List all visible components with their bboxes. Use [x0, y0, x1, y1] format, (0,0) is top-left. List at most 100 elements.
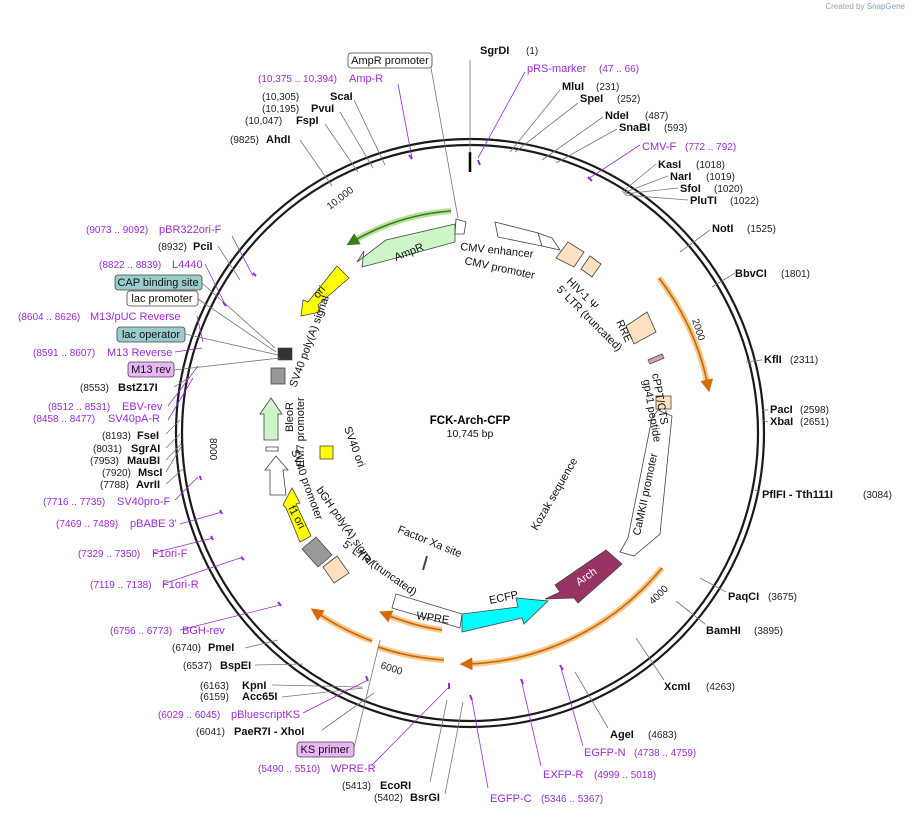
kpni-pos: (6163): [200, 681, 229, 692]
maubi-name: MauBI: [127, 455, 160, 467]
prs-name: pRS-marker: [527, 63, 587, 75]
acc65i-name: Acc65I: [242, 691, 277, 703]
ecfp-label: ECFP: [488, 589, 519, 607]
mark-egfpc: [469, 694, 473, 701]
cmv-promoter-feature: [537, 232, 561, 251]
paqci-name: PaqCI: [728, 591, 759, 603]
pvui-pos: (10,195): [262, 104, 299, 115]
bspei-pos: (6537): [183, 661, 212, 672]
bghrev-line: [179, 604, 281, 631]
xbai-pos: (2651): [800, 417, 829, 428]
pvui-line: [339, 111, 374, 169]
pluti-name: PluTI: [690, 195, 717, 207]
l4440-name: L4440: [172, 259, 203, 271]
orf-arrows: [310, 208, 714, 671]
sfoi-pos: (1020): [714, 184, 743, 195]
ecori-pos: (5413): [342, 781, 371, 792]
fspi-line: [324, 123, 359, 173]
tick-10000: 10,000: [325, 185, 356, 213]
fsei-line: [165, 419, 181, 435]
ltr-top-feature-1: [555, 241, 585, 268]
xcmi-pos: (4263): [706, 682, 735, 693]
credit-prefix: Created by: [825, 2, 865, 11]
kfli-line: [745, 359, 763, 363]
ecori-line: [429, 699, 448, 783]
agei-name: AgeI: [610, 729, 634, 741]
lac-block: [277, 347, 293, 361]
bsrgi-name: BsrGI: [410, 792, 440, 804]
orf-arc-2: [459, 567, 663, 671]
ltr-top-feature-2: [580, 255, 602, 278]
bsrgi-line: [444, 701, 464, 795]
mlui-line: [509, 89, 561, 153]
primers-left: (10,375 .. 10,394) Amp-R (9073 .. 9092) …: [18, 73, 450, 775]
pmei-line: [244, 639, 279, 649]
ltr-bottom-label: 5' LTR (truncated): [340, 539, 419, 599]
pcii-pos: (8932): [158, 242, 187, 253]
bleor-feature: [259, 397, 283, 441]
pmei-name: PmeI: [208, 642, 234, 654]
mark-sv40pro: [199, 475, 202, 481]
pbabe-line: [179, 511, 223, 525]
ebv-name: EBV-rev: [122, 401, 163, 413]
lacp-line: [197, 298, 277, 353]
bspei-line: [254, 663, 304, 666]
m13r-line: [174, 347, 203, 353]
pcii-name: PciI: [193, 241, 213, 253]
ebv-line: [167, 365, 199, 407]
bspei-name: BspEI: [220, 660, 251, 672]
cmvf-pos: (772 .. 792): [685, 142, 736, 153]
kfli-pos: (2311): [790, 355, 818, 366]
sv40pro-pos: (7716 .. 7735): [43, 497, 105, 508]
tick-8000: 8000: [207, 438, 218, 461]
lac-promoter-box: [126, 290, 199, 307]
sgrdi-name: SgrDI: [480, 45, 509, 57]
bamhi-name: BamHI: [706, 625, 741, 637]
kozak-label: Kozak sequence: [529, 456, 580, 532]
pbabe-pos: (7469 .. 7489): [56, 519, 118, 530]
kpni-line: [271, 684, 363, 688]
f1orif-name: F1ori-F: [152, 548, 188, 560]
cap-binding-box: [114, 274, 203, 291]
ampr-feature: [356, 223, 456, 268]
scai-pos: (10,305): [262, 92, 299, 103]
pflfi-pos: (3084): [863, 490, 892, 501]
cmvf-line: [587, 144, 641, 180]
bbvci-line: [711, 272, 736, 288]
fspi-name: FspI: [296, 115, 319, 127]
rre-feature: [625, 311, 657, 345]
orf-arc-glow-3: [377, 644, 445, 663]
mark-cmvf: [587, 176, 593, 182]
egfpn-pos: (4738 .. 4759): [634, 748, 696, 759]
noti-name: NotI: [712, 223, 733, 235]
cmv-enhancer-feature: [494, 221, 543, 247]
snabi-line: [555, 128, 618, 164]
avrii-name: AvrII: [136, 479, 160, 491]
sites-right: SgrDI (1) MluI (231) SpeI (252) NdeI (48…: [469, 45, 892, 741]
pbks-pos: (6029 .. 6045): [158, 710, 220, 721]
m13-rev-box: [127, 361, 175, 378]
egfpc-pos: (5346 .. 5367): [541, 794, 603, 805]
scai-line: [353, 99, 386, 166]
prs-line: [477, 71, 526, 159]
sites-left: (10,305) ScaI (10,195) PvuI (10,047) Fsp…: [80, 91, 464, 804]
mlui-name: MluI: [562, 81, 584, 93]
prs-pos: (47 .. 66): [599, 64, 639, 75]
lac-operator-label: lac operator: [122, 329, 180, 341]
acc65i-pos: (6159): [200, 692, 229, 703]
primers-right: pRS-marker (47 .. 66) CMV-F (772 .. 792)…: [471, 63, 736, 805]
m13puc-pos: (8604 .. 8626): [18, 312, 80, 323]
agei-pos: (4683): [648, 730, 677, 741]
mark-egfpn: [559, 664, 564, 671]
pbr-name: pBR322ori-F: [159, 224, 222, 236]
mark-pbabe: [219, 509, 223, 515]
sgrai-line: [165, 433, 181, 449]
orf-arc-4: [379, 610, 443, 631]
nari-name: NarI: [670, 171, 691, 183]
mark-f1orif: [210, 535, 214, 541]
boxed-labels: AmpR promoter CAP binding site lac promo…: [114, 52, 459, 758]
fsei-pos: (8193): [102, 431, 131, 442]
ndei-line: [541, 116, 604, 161]
pcii-line: [217, 245, 241, 281]
